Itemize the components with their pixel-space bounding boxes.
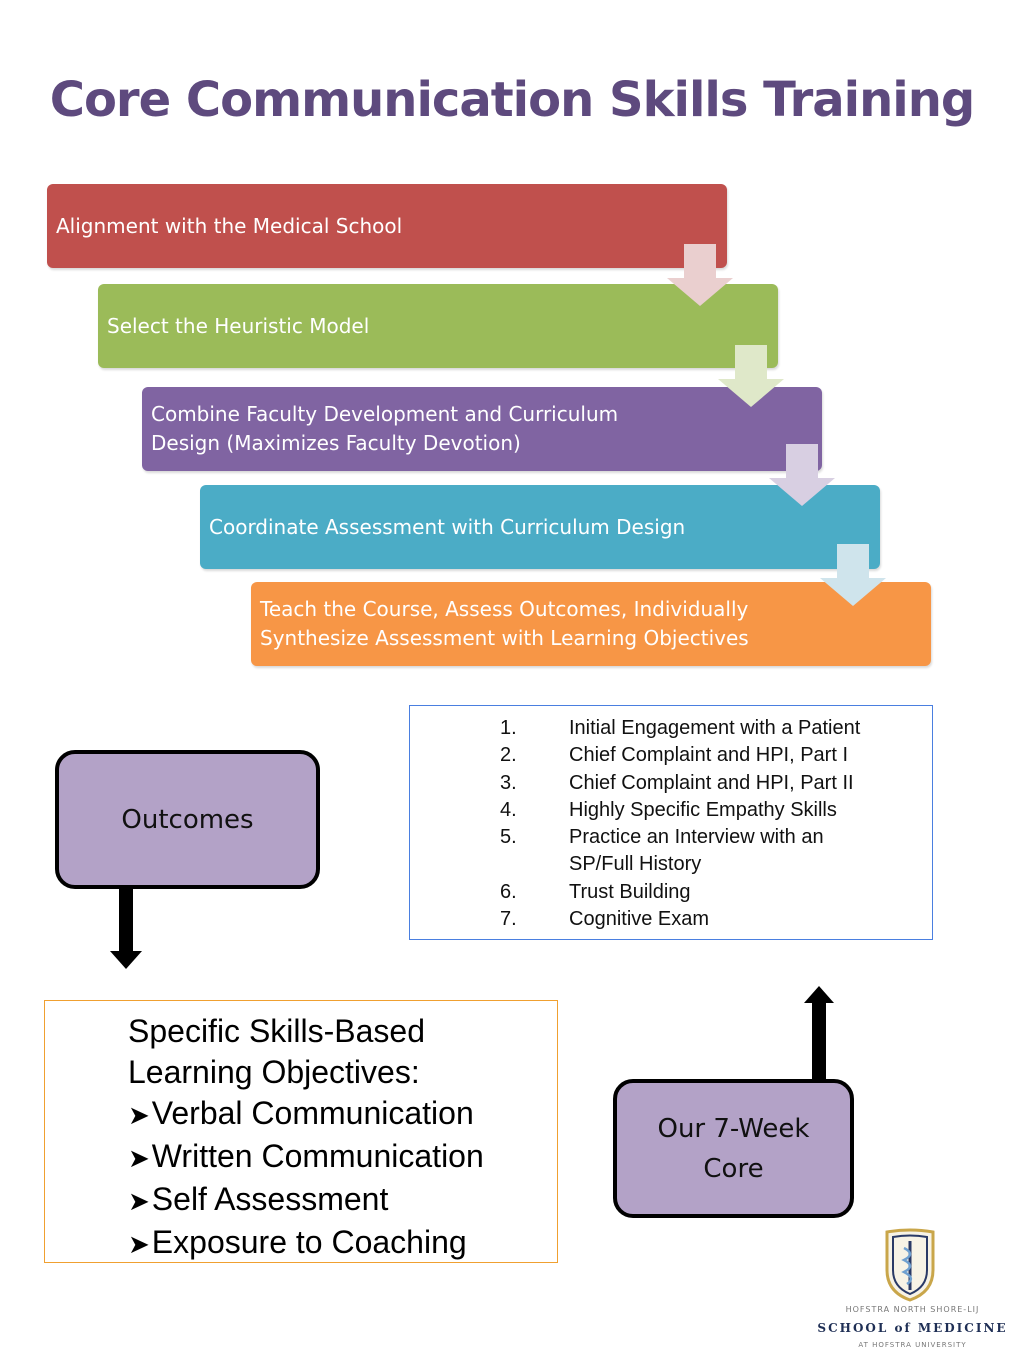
school-logo: HOFSTRA NORTH SHORE-LIJ SCHOOL of MEDICI… [815, 1226, 1010, 1356]
page-title: Core Communication Skills Training [49, 72, 976, 128]
item-number: 5. [500, 826, 517, 849]
down-arrow-icon [667, 244, 733, 306]
learning-objectives-box: Specific Skills-Based Learning Objective… [44, 1000, 558, 1263]
step-label: Coordinate Assessment with Curriculum De… [209, 514, 686, 539]
item-text: Initial Engagement with a Patient [569, 717, 861, 739]
down-arrow-icon [769, 444, 835, 506]
item-number: 2. [500, 744, 517, 767]
list-item: 6. Trust Building [500, 879, 929, 906]
objective-item: ➤Self Assessment [128, 1181, 389, 1217]
item-number: 6. [500, 880, 517, 903]
step-label: Combine Faculty Development and Curricul… [151, 402, 619, 455]
core-label: Our 7-Week Core [657, 1113, 810, 1184]
down-arrow-icon [110, 887, 142, 969]
process-step-heuristic-model: Select the Heuristic Model [98, 284, 778, 368]
list-item: 7. Cognitive Exam [500, 906, 929, 933]
step-label: Alignment with the Medical School [56, 213, 403, 238]
outcomes-label: Outcomes [121, 804, 254, 835]
item-text: Practice an Interview with an SP/Full Hi… [569, 826, 824, 876]
item-text: Highly Specific Empathy Skills [569, 798, 837, 821]
item-number: 7. [500, 908, 517, 931]
process-step-alignment: Alignment with the Medical School [47, 184, 727, 268]
logo-line-1: HOFSTRA NORTH SHORE-LIJ [845, 1305, 980, 1314]
down-arrow-icon [820, 544, 886, 606]
logo-line-3: AT HOFSTRA UNIVERSITY [858, 1341, 967, 1349]
core-weeks-box: Our 7-Week Core [613, 1079, 854, 1218]
shield-icon [885, 1228, 935, 1302]
down-arrow-icon [718, 345, 784, 407]
item-number: 4. [500, 798, 517, 821]
process-step-coordinate-assessment: Coordinate Assessment with Curriculum De… [200, 485, 880, 569]
list-item: 1. Initial Engagement with a Patient [500, 715, 929, 742]
objective-item: ➤Verbal Communication [128, 1095, 474, 1131]
item-text: Chief Complaint and HPI, Part I [569, 744, 849, 767]
objective-item: ➤Exposure to Coaching [128, 1224, 467, 1260]
step-label: Select the Heuristic Model [107, 313, 370, 338]
item-number: 1. [500, 717, 517, 739]
list-item: 3. Chief Complaint and HPI, Part II [500, 770, 929, 797]
week-topics-list: 1. Initial Engagement with a Patient 2. Ch… [409, 705, 933, 940]
list-item: 4. Highly Specific Empathy Skills [500, 797, 929, 824]
step-label: Teach the Course, Assess Outcomes, Indiv… [260, 597, 749, 650]
objectives-heading: Specific Skills-Based Learning Objective… [128, 1013, 425, 1090]
logo-line-2: SCHOOL of MEDICINE [817, 1321, 1008, 1335]
list-item: 5. Practice an Interview with an SP/Full … [500, 824, 869, 879]
process-step-faculty-development: Combine Faculty Development and Curricul… [142, 387, 822, 471]
up-arrow-icon [804, 986, 834, 1082]
outcomes-box: Outcomes [55, 750, 320, 889]
item-text: Trust Building [569, 880, 691, 903]
item-text: Chief Complaint and HPI, Part II [569, 771, 854, 794]
objective-item: ➤Written Communication [128, 1138, 484, 1174]
process-step-teach-course: Teach the Course, Assess Outcomes, Indiv… [251, 582, 931, 666]
list-item: 2. Chief Complaint and HPI, Part I [500, 742, 929, 769]
item-text: Cognitive Exam [569, 908, 710, 931]
item-number: 3. [500, 771, 517, 794]
